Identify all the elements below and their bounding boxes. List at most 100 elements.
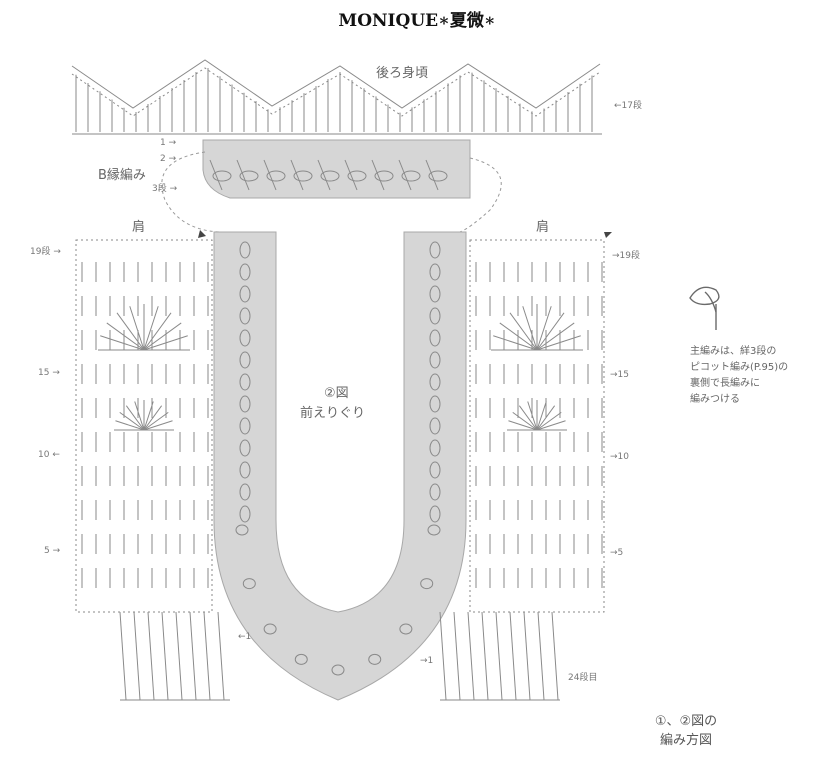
right-panel-bottom [439, 611, 560, 701]
b-edging-dashed-left [161, 151, 221, 233]
edging-stitch [290, 159, 304, 191]
front-neck-shade [213, 231, 467, 701]
edging-shell [347, 170, 367, 182]
bottom-stitch [133, 611, 141, 701]
neck-stitch-curve [242, 578, 256, 590]
picot-symbol-icon [689, 286, 720, 330]
fan-stitch [116, 312, 145, 351]
edging-stitch [371, 159, 385, 191]
figure-caption: ①、②図の 編み方図 [626, 712, 746, 750]
back-body-zigzag [71, 59, 601, 109]
left-row-19-label: 19段 → [30, 247, 61, 257]
neck-stitch-curve [331, 664, 345, 676]
caption-line-2: 編み方図 [659, 733, 712, 748]
back-body-label: 後ろ身頃 [376, 66, 429, 81]
left-row-10-label: 10 ← [38, 450, 60, 460]
fan-stitch [509, 312, 538, 351]
small-row-1a-label: ←1 [238, 632, 252, 642]
neck-stitch-left [239, 241, 251, 259]
b-edging-dashed-right [459, 157, 502, 233]
marker-left [198, 230, 206, 238]
fan-stitch [536, 335, 581, 351]
neck-stitch-left [239, 417, 251, 435]
bottom-stitch [217, 611, 225, 701]
bottom-stitch [509, 611, 517, 701]
neck-stitch-left [239, 461, 251, 479]
edge-row-2-label: 2 → [160, 154, 177, 164]
neck-stitch-left [239, 439, 251, 457]
row-markers [198, 230, 612, 238]
b-edging-label: B縁編み [98, 168, 146, 183]
note-line-2: ピコット編み(P.95)の [690, 362, 789, 373]
neck-stitch-left [239, 329, 251, 347]
bottom-stitch [453, 611, 461, 701]
edge-row-1-label: 1 → [160, 138, 177, 148]
neck-stitch-curve [399, 623, 413, 635]
edging-stitch [236, 159, 250, 191]
picot-note: 主編みは、絴3段の ピコット編み(P.95)の 裏側で長編みに 編みつける [690, 344, 788, 408]
edging-stitch [425, 159, 439, 191]
right-panel-fans [475, 262, 603, 588]
edging-stitch [344, 159, 358, 191]
neck-stitch-right [429, 439, 441, 457]
back-body-zigzag-inner [71, 67, 601, 117]
bottom-stitch [467, 611, 475, 701]
neck-stitch-curve [420, 578, 434, 590]
right-row-15-label: →15 [610, 370, 629, 380]
neck-stitch-curve [235, 524, 249, 536]
neck-stitch-left [239, 307, 251, 325]
bottom-stitch [523, 611, 531, 701]
edging-stitch [209, 159, 223, 191]
neck-stitch-right [429, 461, 441, 479]
right-panel-chart [439, 239, 605, 701]
fan-stitch [536, 312, 565, 351]
fan-stitch [536, 411, 562, 431]
fan-stitch [143, 322, 182, 351]
back-body-chart [71, 59, 602, 135]
edging-stitch [263, 159, 277, 191]
fan-stitch [143, 312, 172, 351]
b-edging-band [161, 139, 502, 233]
bottom-stitch [495, 611, 503, 701]
bottom-stitch [551, 611, 559, 701]
fan-stitch [536, 322, 575, 351]
neck-stitch-right [429, 263, 441, 281]
neck-stitch-right [429, 395, 441, 413]
edging-stitch [398, 159, 412, 191]
left-row-5-label: 5 → [44, 546, 61, 556]
edging-shell [293, 170, 313, 182]
back-body-stitches [75, 68, 593, 132]
neck-stitch-left [239, 351, 251, 369]
neck-stitch-left [239, 373, 251, 391]
front-neck-label: 前えりぐり [300, 406, 366, 421]
right-panel-outline [469, 239, 605, 613]
fan-stitch [536, 401, 547, 431]
bottom-stitch [439, 611, 447, 701]
neck-stitch-left [239, 285, 251, 303]
neck-stitch-left [239, 395, 251, 413]
bottom-stitch [537, 611, 545, 701]
edging-shell [212, 170, 232, 182]
fan-stitch [143, 411, 169, 431]
fan-stitch [143, 420, 173, 431]
neck-stitch-left [239, 483, 251, 501]
edging-shell [428, 170, 448, 182]
front-neck-band [213, 231, 467, 701]
neck-stitch-right [429, 329, 441, 347]
caption-line-1: ①、②図の [654, 714, 718, 729]
right-row-10-label: →10 [610, 452, 629, 462]
left-panel-chart [75, 239, 230, 701]
bottom-stitch [189, 611, 197, 701]
left-panel-outline [75, 239, 213, 613]
shoulder-right-label: 肩 [536, 220, 550, 235]
fan-stitch [518, 405, 538, 431]
edging-shell [374, 170, 394, 182]
b-edging-shells [209, 159, 448, 191]
fan-stitch [125, 405, 145, 431]
fan-stitch [143, 405, 163, 431]
neck-stitch-left [239, 505, 251, 523]
row-17-label: ←17段 [614, 101, 642, 111]
fan-stitch [522, 306, 538, 351]
bottom-stitch [203, 611, 211, 701]
